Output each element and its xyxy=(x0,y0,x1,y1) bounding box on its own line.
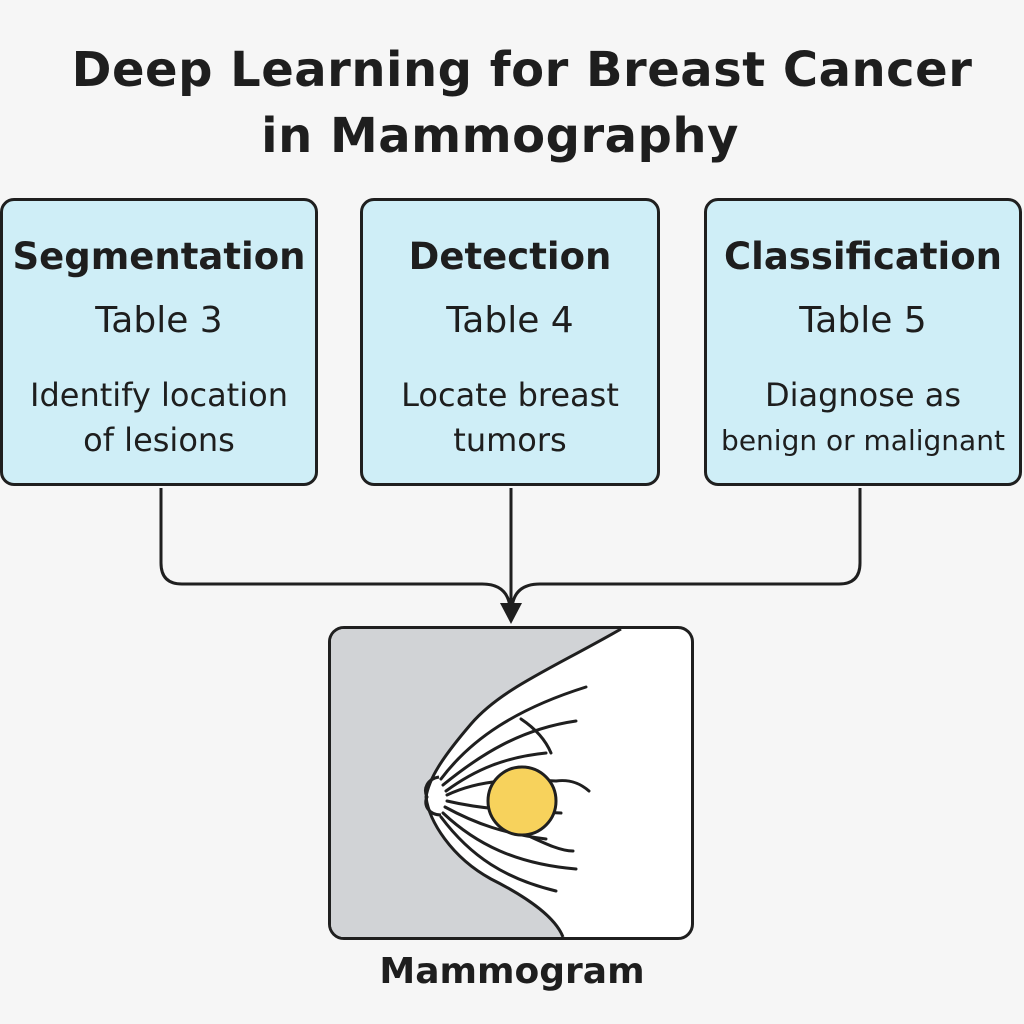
classification-box: Classification Table 5 Diagnose as benig… xyxy=(704,198,1022,486)
segmentation-description-line-1: Identify location xyxy=(30,376,288,414)
mammogram-caption: Mammogram xyxy=(379,951,645,992)
segmentation-description: Identify location of lesions xyxy=(3,373,315,463)
segmentation-connector xyxy=(159,488,512,609)
classification-heading: Classification xyxy=(724,235,1002,278)
tumor-mass xyxy=(486,765,558,837)
detection-heading: Detection xyxy=(408,235,612,278)
classification-description-line-1: Diagnose as xyxy=(764,376,962,414)
breast-illustration xyxy=(331,629,622,937)
diagram-title-line-1: Deep Learning for Breast Cancer xyxy=(71,42,973,98)
nipple-outline xyxy=(424,775,442,817)
arrow-head-icon xyxy=(500,603,522,624)
detection-description-line-1: Locate breast xyxy=(401,376,619,414)
segmentation-heading: Segmentation xyxy=(12,235,306,278)
segmentation-description-line-2: of lesions xyxy=(83,421,235,459)
mammogram-image xyxy=(328,626,694,940)
diagram-title-line-2: in Mammography xyxy=(261,108,739,164)
detection-table-ref: Table 4 xyxy=(446,300,574,341)
segmentation-box: Segmentation Table 3 Identify location o… xyxy=(0,198,318,486)
mammogram-background xyxy=(331,629,621,937)
detection-description-line-2: tumors xyxy=(453,421,567,459)
detection-description: Locate breast tumors xyxy=(363,373,657,463)
classification-description: Diagnose as benign or malignant xyxy=(707,373,1019,463)
classification-description-line-2: benign or malignant xyxy=(721,424,1005,457)
detection-box: Detection Table 4 Locate breast tumors xyxy=(360,198,660,486)
segmentation-table-ref: Table 3 xyxy=(95,300,223,341)
classification-connector xyxy=(510,488,862,609)
classification-table-ref: Table 5 xyxy=(799,300,927,341)
